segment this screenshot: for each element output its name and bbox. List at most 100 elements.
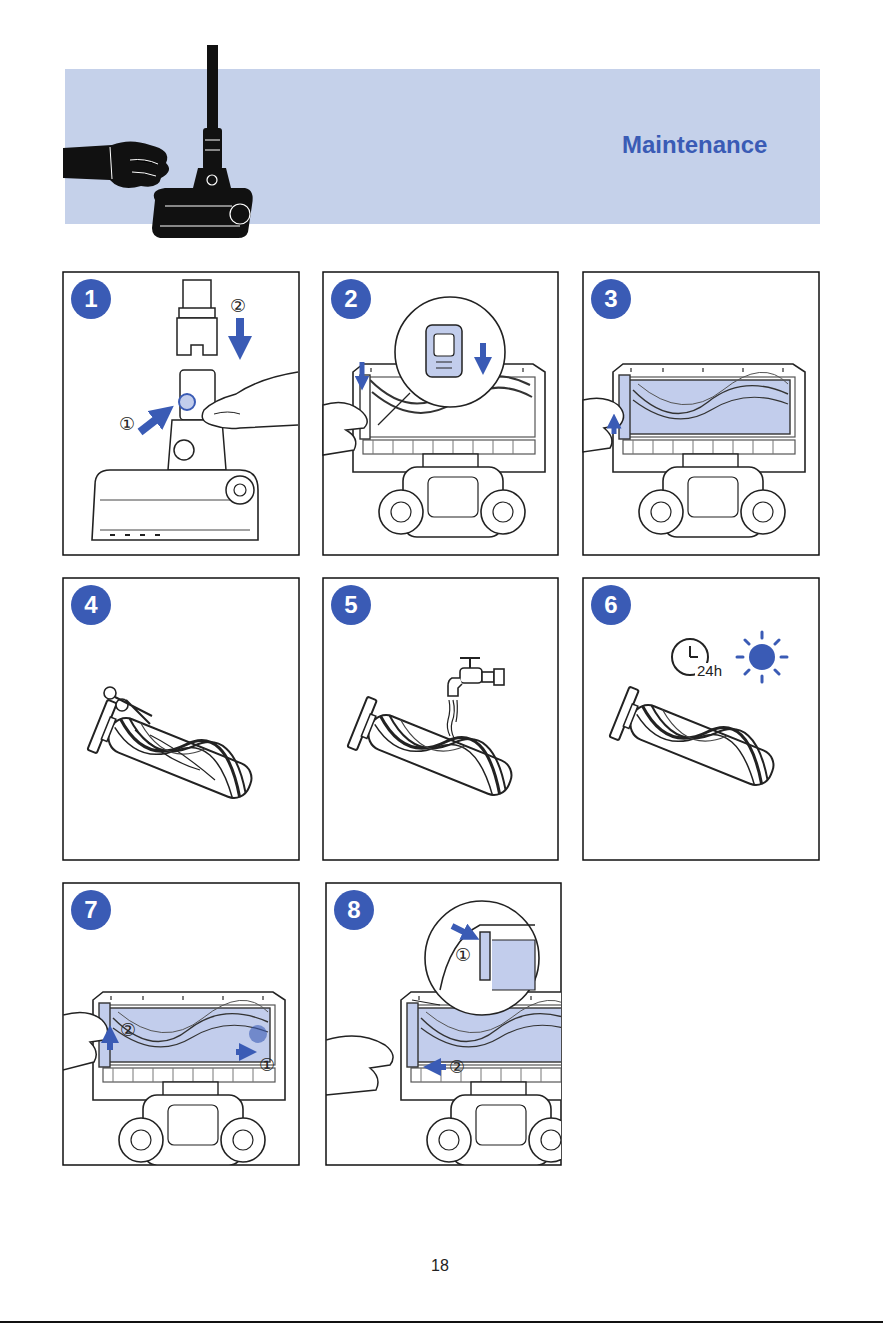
panel-frame [63, 272, 299, 555]
wand-release [100, 500, 250, 530]
brush-cover-open [360, 362, 365, 378]
wand-release [177, 318, 217, 355]
brush-cover-open [360, 375, 370, 439]
panel-frame [63, 578, 299, 860]
brush-cover-open [323, 297, 545, 537]
vacuum-silhouette [207, 175, 217, 185]
step-badge: 6 [591, 585, 631, 625]
hand-silhouette [63, 142, 169, 189]
step-number: 5 [344, 593, 357, 617]
callout-number: ① [455, 945, 471, 965]
brush-cover-open [426, 325, 462, 377]
rinse-roll [448, 678, 462, 696]
brush-cover-open [323, 402, 367, 455]
brush-cover-open [436, 362, 452, 368]
rinse-roll [494, 669, 504, 685]
brush-cover-close [425, 901, 539, 1015]
rinse-roll [482, 672, 494, 682]
vacuum-silhouette [152, 188, 253, 238]
vacuum-silhouette [205, 140, 220, 150]
brush-cover-open [395, 297, 505, 407]
page-rule [0, 1321, 883, 1323]
brush-cover-open [434, 334, 454, 356]
brush-cover-close [326, 901, 561, 1165]
page-number: 18 [431, 1257, 449, 1275]
step-badge: 8 [334, 890, 374, 930]
brush-cover-close [452, 926, 466, 933]
brush-cover-close [492, 940, 535, 990]
hand-silhouette [110, 147, 158, 179]
brush-roll-insert [107, 1040, 113, 1050]
brush-roll-removal [583, 398, 624, 452]
panel-frame [583, 272, 819, 555]
vacuum-silhouette [203, 128, 222, 170]
brush-roll-insert [93, 992, 285, 1165]
brush-cover-close [401, 992, 561, 1165]
dry-roll [737, 632, 787, 682]
dry-roll [749, 644, 775, 670]
rinse-roll [347, 696, 520, 808]
rinse-roll [447, 700, 457, 738]
panel-frame [63, 272, 819, 1165]
wand-release [234, 484, 246, 496]
panel-frame [583, 578, 819, 860]
duration-label: 24h [695, 663, 724, 680]
step-badge: 2 [331, 279, 371, 319]
brush-cover-close [326, 1036, 393, 1095]
brush-roll-insert [99, 1000, 270, 1067]
vacuum-silhouette [152, 45, 253, 238]
wand-release [92, 280, 298, 540]
dry-roll [690, 646, 698, 657]
callout-number: ① [119, 414, 135, 434]
vacuum-silhouette [230, 204, 250, 224]
wand-release [183, 280, 211, 310]
step-number: 4 [84, 593, 97, 617]
cut-hair [115, 697, 152, 724]
rinse-roll [460, 658, 480, 668]
step-number: 3 [604, 287, 617, 311]
cut-hair [87, 687, 260, 811]
step-badge: 4 [71, 585, 111, 625]
wand-release [179, 308, 215, 318]
brush-roll-insert [236, 1049, 242, 1055]
brush-roll-insert [63, 1012, 108, 1070]
dry-roll [609, 686, 782, 798]
cut-hair [135, 730, 215, 780]
wand-release [92, 470, 258, 540]
brush-cover-close [412, 1000, 440, 1005]
vacuum-silhouette [160, 206, 240, 226]
step-number: 2 [344, 287, 357, 311]
step-badge: 7 [71, 890, 111, 930]
wand-release [214, 412, 240, 414]
cut-hair [104, 687, 116, 699]
brush-roll-removal [612, 426, 617, 434]
callout-number: ① [259, 1055, 275, 1075]
hand-silhouette [63, 142, 169, 189]
callout-number: ② [449, 1057, 465, 1077]
panel-frame [323, 578, 558, 860]
rinse-roll [460, 668, 482, 683]
wand-release [202, 372, 298, 429]
step-number: 7 [84, 898, 97, 922]
wand-release [226, 476, 254, 504]
brush-cover-open [480, 343, 486, 360]
dry-roll [609, 632, 787, 798]
vacuum-silhouette [207, 45, 218, 133]
panel-frame [63, 883, 299, 1165]
cut-hair [87, 699, 260, 811]
step-badge: 3 [591, 279, 631, 319]
wand-release [168, 420, 226, 470]
step-number: 1 [84, 287, 97, 311]
step-number: 8 [347, 898, 360, 922]
brush-cover-open [378, 393, 410, 425]
brush-roll-removal [619, 372, 790, 439]
wand-release [179, 394, 195, 410]
step-badge: 1 [71, 279, 111, 319]
brush-roll-removal [583, 364, 805, 537]
brush-roll-insert [63, 992, 285, 1165]
wand-release [174, 440, 194, 460]
brush-cover-close [438, 1064, 446, 1070]
rinse-roll [347, 658, 520, 808]
